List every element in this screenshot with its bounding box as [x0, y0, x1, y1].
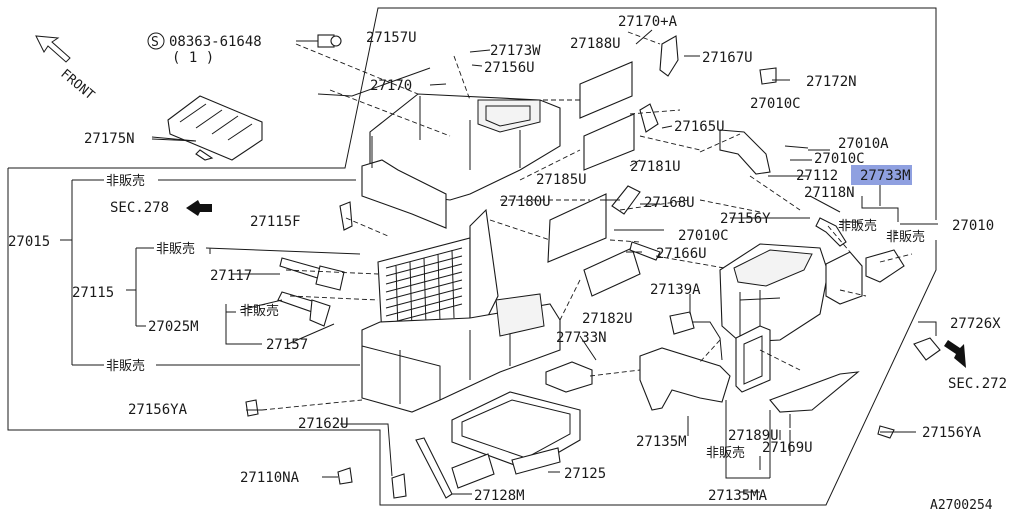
part-27733M: 27733M	[860, 168, 911, 184]
part-27162U: 27162U	[298, 416, 349, 432]
screw-qty: ( 1 )	[172, 50, 214, 66]
filter-27185U	[547, 193, 607, 263]
highlight-27733M-box	[851, 165, 912, 185]
part-27156U: 27156U	[484, 60, 535, 76]
screw-symbol-icon	[147, 32, 165, 50]
assembly-frame	[7, 7, 937, 506]
drain-hose	[451, 453, 495, 489]
part-27157: 27157	[266, 337, 308, 353]
link-27167U	[659, 35, 679, 77]
part-27170A: 27170+A	[618, 14, 678, 30]
part-27010: 27010	[952, 218, 994, 234]
part-27115F: 27115F	[250, 214, 301, 230]
heater-unit	[719, 243, 829, 393]
rod-27128M	[415, 437, 453, 499]
part-27181U: 27181U	[630, 159, 681, 175]
part-27175N: 27175N	[84, 131, 135, 147]
section-ref-278: SEC.278	[110, 200, 169, 216]
part-27110NA: 27110NA	[240, 470, 300, 486]
resistor-27733N	[545, 361, 593, 393]
part-27166U: 27166U	[656, 246, 707, 262]
part-27172N: 27172N	[806, 74, 857, 90]
part-27135MA: 27135MA	[708, 488, 768, 504]
reference-code: A2700254	[930, 498, 993, 511]
part-27188U: 27188U	[570, 36, 621, 52]
not-for-sale-label-3: 非販売	[106, 173, 145, 189]
filter-27181U	[583, 113, 635, 171]
part-27170: 27170	[370, 78, 412, 94]
part-27157U-top: 27157U	[366, 30, 417, 46]
clip-27156YA-l	[245, 399, 259, 417]
part-27168U: 27168U	[644, 195, 695, 211]
part-27167U: 27167U	[702, 50, 753, 66]
not-for-sale-label-4: 非販売	[156, 241, 195, 257]
drain-pan	[451, 391, 581, 475]
not-for-sale-label-7: 非販売	[706, 445, 745, 461]
sensor-27139A	[669, 311, 695, 335]
part-27726X: 27726X	[950, 316, 1001, 332]
screw-icon	[317, 34, 342, 48]
part-27010C-a: 27010C	[750, 96, 801, 112]
front-label: FRONT	[57, 67, 97, 104]
part-27115: 27115	[72, 285, 114, 301]
part-27189U: 27189U	[728, 428, 779, 444]
part-27156YA-left: 27156YA	[128, 402, 188, 418]
screw-symbol: S	[151, 35, 159, 50]
arrow-to-sec278-icon	[186, 200, 212, 216]
part-27112: 27112	[796, 168, 838, 184]
part-27010C-c: 27010C	[678, 228, 729, 244]
grille-part	[167, 95, 263, 161]
upper-housing	[361, 93, 561, 229]
leaders	[60, 29, 938, 495]
part-27156YA-right: 27156YA	[922, 425, 982, 441]
not-for-sale-label-6: 非販売	[106, 358, 145, 374]
filter-27188U	[579, 61, 633, 119]
pipe-27117	[279, 257, 345, 291]
bracket-27115F	[339, 201, 353, 231]
link-27166U	[629, 241, 661, 261]
lower-housing	[361, 293, 561, 413]
duct-27135M	[639, 347, 731, 411]
clip-27162U	[391, 473, 407, 499]
arrow-to-sec272-icon	[944, 340, 966, 368]
center-plate	[469, 208, 499, 321]
bracket-27112	[719, 129, 771, 175]
part-27128M: 27128M	[474, 488, 525, 504]
part-27165U: 27165U	[674, 119, 725, 135]
clip-27110NA	[337, 467, 353, 485]
part-27118N: 27118N	[804, 185, 855, 201]
part-27180U: 27180U	[500, 194, 551, 210]
connector-27726X	[913, 337, 941, 361]
part-27733N: 27733N	[556, 330, 607, 346]
front-arrow-icon	[35, 35, 71, 63]
pipe-27025M	[277, 291, 331, 327]
part-27010A: 27010A	[838, 136, 889, 152]
not-for-sale-label-2: 非販売	[886, 229, 925, 245]
part-27173W: 27173W	[490, 43, 541, 59]
part-27169U: 27169U	[762, 440, 813, 456]
part-27010C-b: 27010C	[814, 151, 865, 167]
not-for-sale-label-5: 非販売	[240, 303, 279, 319]
part-27025M: 27025M	[148, 319, 199, 335]
link-27168U	[611, 185, 641, 215]
part-27139A: 27139A	[650, 282, 701, 298]
part-27156Y: 27156Y	[720, 211, 771, 227]
part-27015: 27015	[8, 234, 50, 250]
not-for-sale-label-1: 非販売	[838, 218, 877, 234]
lever-27165U	[639, 103, 659, 133]
section-ref-272: SEC.272	[948, 376, 1007, 392]
screw-part-number: 08363-61648	[169, 34, 262, 50]
part-27185U: 27185U	[536, 172, 587, 188]
part-27125: 27125	[564, 466, 606, 482]
clip-27172N	[759, 67, 777, 85]
part-27135M: 27135M	[636, 434, 687, 450]
filter-27182U	[583, 247, 641, 297]
plate-27189U	[769, 371, 860, 413]
part-27182U: 27182U	[582, 311, 633, 327]
part-27117: 27117	[210, 268, 252, 284]
